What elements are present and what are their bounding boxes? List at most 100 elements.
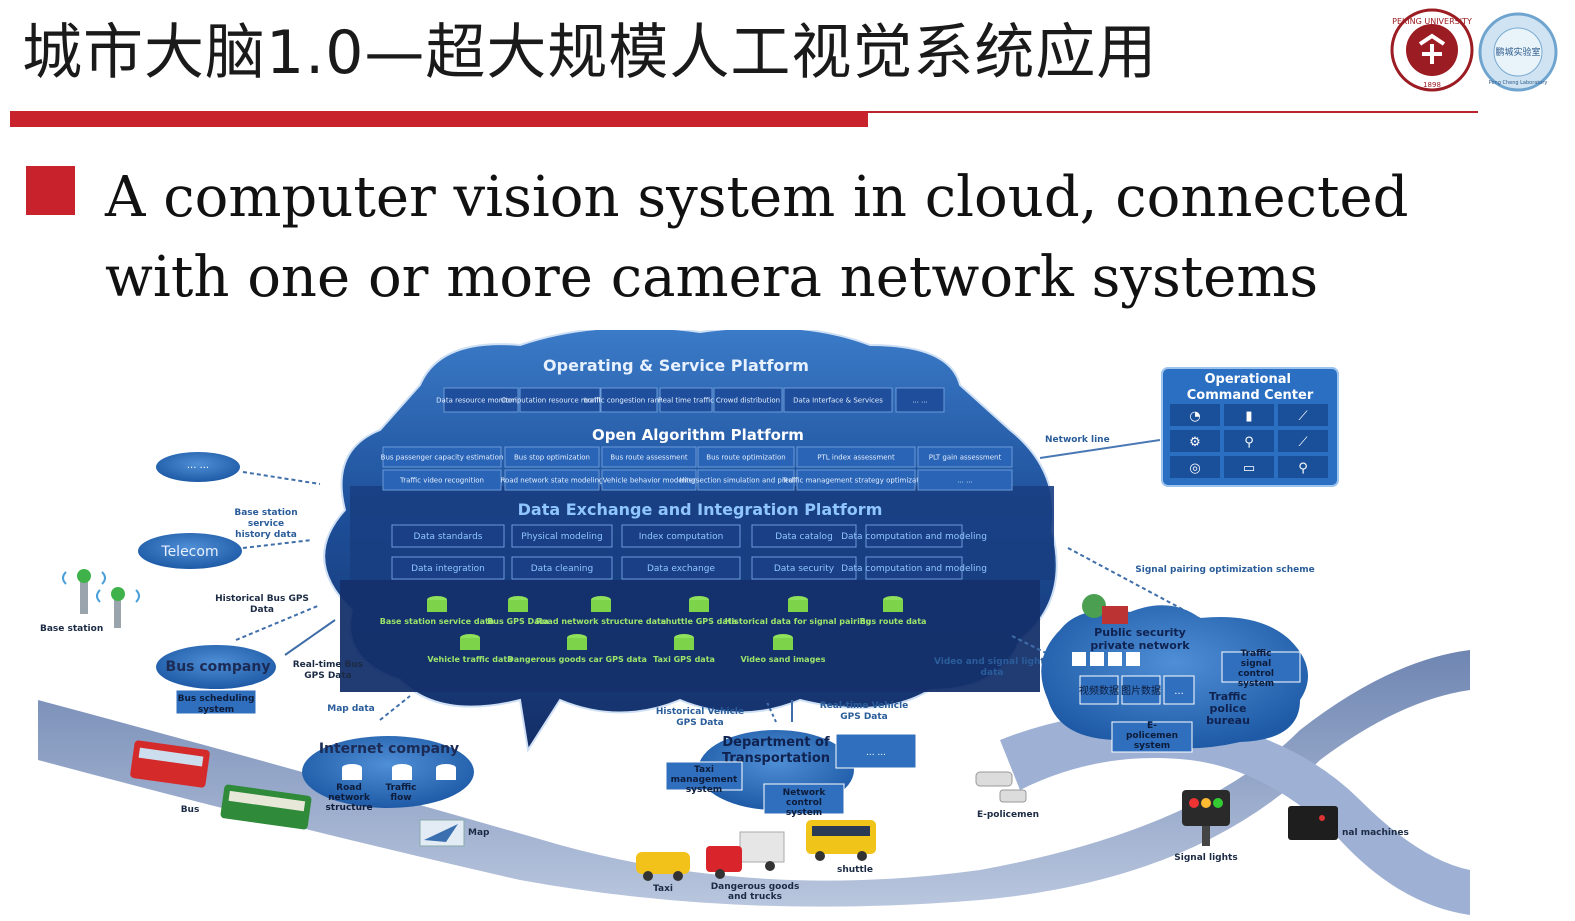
operating-item-label: Computation resource monitoring	[501, 396, 619, 404]
exchange-item-box	[865, 556, 963, 580]
exchange-item-box	[621, 524, 741, 548]
operating-item-box	[519, 387, 601, 413]
command-tile	[1170, 456, 1220, 478]
camera-icon	[975, 771, 1027, 803]
algorithm-item-label: Road network state modeling	[500, 476, 603, 484]
data-source-label: Dangerous goods car GPS data	[507, 655, 647, 664]
command-tile	[1224, 404, 1274, 426]
command-tile	[1170, 404, 1220, 426]
algorithm-item-box	[601, 469, 697, 491]
algorithm-platform-title: Open Algorithm Platform	[592, 426, 804, 444]
firewall-globe-icon	[1082, 594, 1128, 624]
exchange-item-label: Physical modeling	[521, 532, 602, 542]
network-line	[1039, 439, 1161, 459]
bus-company-label: Bus company	[166, 659, 271, 675]
truck-icon	[706, 831, 785, 879]
algorithm-item-label: Vehicle behavior modeling	[603, 476, 696, 484]
signal-pairing-label: Signal pairing optimization scheme	[1135, 565, 1314, 575]
algorithm-item-box	[796, 446, 916, 468]
bullet-marker	[26, 166, 75, 215]
database-icon	[567, 638, 587, 650]
command-tile	[1170, 430, 1220, 452]
terminal-machines-label: nal machines	[1342, 828, 1409, 838]
operating-item-label: Data Interface & Services	[793, 396, 883, 404]
operating-item-box	[443, 387, 519, 413]
bullet-text: A computer vision system in cloud, conne…	[105, 165, 1409, 310]
taxi-label: Taxi	[653, 884, 673, 894]
database-icon	[883, 600, 903, 612]
internet-company-blob	[302, 736, 474, 808]
operating-item-box	[895, 387, 945, 413]
bus-label: Bus	[181, 805, 200, 815]
base-station-icon	[62, 569, 140, 628]
database-icon	[508, 600, 528, 612]
exchange-item-box	[511, 524, 613, 548]
exchange-item-label: Data catalog	[775, 532, 833, 542]
command-tile	[1278, 430, 1328, 452]
dept-ellipsis-label: ... ...	[866, 748, 886, 758]
data-source-label: Base station service data	[380, 617, 494, 626]
logo-text: PEKING UNIVERSITY	[1392, 17, 1472, 26]
internet-company-label: Internet company	[319, 741, 459, 757]
logo-subtext: Peng Cheng Laboratory	[1489, 80, 1548, 86]
image-data-label: 图片数据	[1121, 684, 1161, 697]
exchange-item-label: Data computation and modeling	[841, 564, 987, 574]
operating-item-label: traffic congestion ranking	[584, 396, 674, 404]
algorithm-item-box	[504, 446, 600, 468]
algorithm-item-label: Traffic management strategy optimization	[781, 476, 929, 484]
shuttle-label: shuttle	[837, 865, 873, 875]
exchange-item-label: Data security	[774, 564, 835, 574]
bus-scheduling-box	[175, 689, 257, 715]
command-tile	[1278, 456, 1328, 478]
telecom-label: Telecom	[160, 544, 218, 560]
traffic-light-icon	[1182, 790, 1230, 846]
algorithm-item-box	[697, 469, 795, 491]
smart-city-brain-diagram: Operating & Service Platform Data resour…	[38, 330, 1470, 915]
exchange-platform-title: Data Exchange and Integration Platform	[518, 500, 883, 519]
algorithm-item-box	[382, 446, 502, 468]
red-bus-icon	[130, 740, 210, 788]
dash-arrow	[765, 699, 777, 723]
operating-item-label: Data resource monitoring	[436, 396, 526, 404]
exchange-item-label: Data standards	[414, 532, 483, 542]
signal-lights-label: Signal lights	[1174, 853, 1237, 863]
data-source-label: Vehicle traffic data	[427, 655, 512, 664]
telecom-blob	[138, 533, 242, 569]
algorithm-item-label: Bus stop optimization	[514, 453, 590, 461]
exchange-item-label: Data computation and modeling	[841, 532, 987, 542]
command-tile	[1224, 456, 1274, 478]
algorithm-item-label: PTL index assessment	[817, 453, 895, 461]
operating-item-label: Crowd distribution	[716, 396, 780, 404]
logo-text: 鹏城实验室	[1495, 46, 1540, 58]
dash-arrow	[242, 539, 313, 549]
e-policemen-label: E-policemen	[977, 810, 1039, 820]
exchange-item-label: Data cleaning	[531, 564, 593, 574]
image-data-box	[1121, 675, 1161, 705]
algorithm-item-box	[796, 469, 916, 491]
exchange-item-box	[865, 524, 963, 548]
command-center-title: Operational Command Center	[1187, 372, 1314, 403]
database-icon	[674, 638, 694, 650]
data-source-label: Historical data for signal pairing	[725, 617, 872, 626]
green-bus-icon	[220, 784, 312, 830]
terminal-machine-icon	[1288, 806, 1338, 840]
database-icon	[689, 600, 709, 612]
server-icons	[1072, 652, 1140, 666]
algorithm-item-label: Bus route optimization	[706, 453, 785, 461]
dash-arrow	[242, 471, 321, 485]
network-control-box	[763, 783, 845, 815]
algorithm-item-label: PLT gain assessment	[929, 453, 1002, 461]
data-source-label: Bus route data	[860, 617, 927, 626]
title-accent-bar	[10, 111, 868, 127]
